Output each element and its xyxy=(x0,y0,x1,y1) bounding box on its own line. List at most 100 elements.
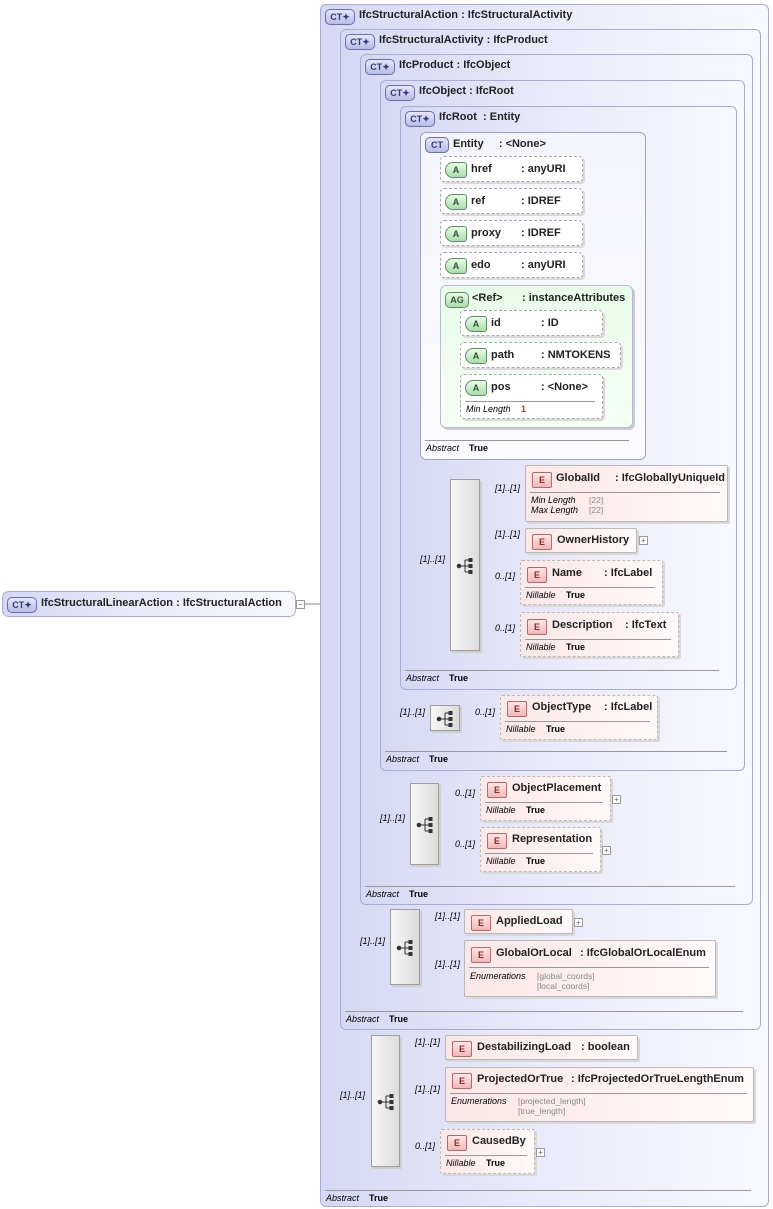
element-type: : IfcLabel xyxy=(604,567,653,579)
collapse-icon[interactable]: − xyxy=(296,600,305,609)
type-name: IfcStructuralAction xyxy=(359,9,459,21)
element-ownerhistory[interactable]: E OwnerHistory xyxy=(525,528,637,553)
attribute-group-icon: AG xyxy=(445,292,469,308)
enumeration-value: [true_length] xyxy=(518,1106,566,1116)
element-type: : IfcText xyxy=(625,619,667,631)
nillable-value: True xyxy=(526,805,546,815)
element-type: : IfcGlobalOrLocalEnum xyxy=(580,947,706,959)
facet-label: Min Length xyxy=(531,495,576,505)
abstract-value: True xyxy=(409,889,429,899)
facet-label: Max Length xyxy=(531,505,579,515)
type-name: IfcObject xyxy=(419,85,467,97)
element-cardinality: 0..[1] xyxy=(455,839,476,849)
attribute-pos[interactable]: A pos : <None> Min Length 1 xyxy=(460,374,603,419)
element-icon: E xyxy=(527,567,547,583)
attribute-name: ref xyxy=(471,195,486,207)
expand-icon[interactable]: + xyxy=(602,846,611,855)
attribute-icon: A xyxy=(465,348,487,364)
element-icon: E xyxy=(487,833,507,849)
element-cardinality: [1]..[1] xyxy=(415,1084,441,1094)
element-name: CausedBy xyxy=(472,1135,526,1147)
attribute-icon: A xyxy=(445,162,467,178)
complex-type-icon: CT✦ xyxy=(385,85,415,101)
enumeration-value: [global_coords] xyxy=(537,971,595,981)
element-globalid[interactable]: E GlobalId : IfcGloballyUniqueId Min Len… xyxy=(525,465,728,522)
expand-icon[interactable]: + xyxy=(639,536,648,545)
attribute-icon: A xyxy=(445,226,467,242)
attribute-edo[interactable]: A edo : anyURI xyxy=(440,252,583,278)
element-type: : IfcGloballyUniqueId xyxy=(615,472,726,484)
element-projectedortrue[interactable]: E ProjectedOrTrue : IfcProjectedOrTrueLe… xyxy=(445,1067,754,1122)
element-type: : boolean xyxy=(581,1041,630,1053)
attribute-href[interactable]: A href : anyURI xyxy=(440,156,583,182)
element-name: DestabilizingLoad xyxy=(477,1041,572,1053)
complex-type-icon: CT✦ xyxy=(405,111,435,127)
attribute-icon: A xyxy=(445,194,467,210)
element-icon: E xyxy=(452,1073,472,1089)
type-name: Entity xyxy=(453,138,484,150)
element-cardinality: [1]..[1] xyxy=(435,959,461,969)
attribute-type: : NMTOKENS xyxy=(541,349,611,361)
element-name[interactable]: E Name : IfcLabel Nillable True xyxy=(520,560,663,605)
expand-icon[interactable]: + xyxy=(574,918,583,927)
abstract-value: True xyxy=(469,443,489,453)
sequence-compositor[interactable] xyxy=(410,783,439,865)
attribute-id[interactable]: A id : ID xyxy=(460,310,603,336)
element-representation[interactable]: E Representation Nillable True xyxy=(480,827,601,872)
element-icon: E xyxy=(487,782,507,798)
attribute-icon: A xyxy=(465,316,487,332)
abstract-value: True xyxy=(369,1193,389,1203)
abstract-label: Abstract xyxy=(426,443,460,453)
root-complex-type[interactable]: CT✦ IfcStructuralLinearAction : IfcStruc… xyxy=(2,591,296,617)
sequence-compositor[interactable] xyxy=(371,1035,400,1167)
abstract-value: True xyxy=(389,1014,409,1024)
element-objectplacement[interactable]: E ObjectPlacement Nillable True xyxy=(480,776,611,821)
base-type: : IfcRoot xyxy=(469,85,514,97)
element-name: Name xyxy=(552,567,582,579)
element-description[interactable]: E Description : IfcText Nillable True xyxy=(520,612,679,657)
type-name: IfcProduct xyxy=(399,59,454,71)
abstract-label: Abstract xyxy=(326,1193,360,1203)
attribute-type: : ID xyxy=(541,317,559,329)
expand-icon[interactable]: + xyxy=(536,1148,545,1157)
expand-icon[interactable]: + xyxy=(612,795,621,804)
nillable-label: Nillable xyxy=(446,1158,476,1168)
attribute-name: path xyxy=(491,349,515,361)
attribute-icon: A xyxy=(445,258,467,274)
sequence-icon xyxy=(416,817,433,833)
attribute-path[interactable]: A path : NMTOKENS xyxy=(460,342,621,368)
attribute-type: : anyURI xyxy=(521,259,566,271)
nillable-value: True xyxy=(526,856,546,866)
attribute-proxy[interactable]: A proxy : IDREF xyxy=(440,220,583,246)
sequence-compositor[interactable] xyxy=(390,909,420,985)
element-causedby[interactable]: E CausedBy Nillable True xyxy=(440,1129,535,1174)
sequence-cardinality: [1]..[1] xyxy=(360,936,386,946)
element-name: Representation xyxy=(512,833,593,845)
attribute-type: : <None> xyxy=(541,381,589,393)
element-icon: E xyxy=(532,472,552,488)
element-cardinality: 0..[1] xyxy=(415,1141,436,1151)
abstract-label: Abstract xyxy=(346,1014,380,1024)
element-objecttype[interactable]: E ObjectType : IfcLabel Nillable True xyxy=(500,695,658,740)
attribute-group-name: <Ref> xyxy=(472,292,503,304)
facet-value: 1 xyxy=(521,404,527,414)
element-destabilizingload[interactable]: E DestabilizingLoad : boolean xyxy=(445,1035,638,1060)
element-globalorlocal[interactable]: E GlobalOrLocal : IfcGlobalOrLocalEnum E… xyxy=(464,940,716,997)
attribute-name: href xyxy=(471,163,492,175)
attribute-name: pos xyxy=(491,381,511,393)
sequence-compositor[interactable] xyxy=(430,705,460,731)
element-name: Description xyxy=(552,619,613,631)
complex-type-icon: CT xyxy=(425,137,449,153)
nillable-label: Nillable xyxy=(506,724,536,734)
facet-value: [22] xyxy=(589,505,604,515)
sequence-compositor[interactable] xyxy=(450,479,480,651)
base-type: : <None> xyxy=(498,138,546,150)
attribute-type: : IDREF xyxy=(521,195,561,207)
attribute-name: edo xyxy=(471,259,491,271)
attribute-icon: A xyxy=(465,380,487,396)
element-cardinality: [1]..[1] xyxy=(415,1037,441,1047)
base-type: : Entity xyxy=(483,111,521,123)
element-type: : IfcLabel xyxy=(604,701,653,713)
element-appliedload[interactable]: E AppliedLoad xyxy=(464,909,573,934)
attribute-ref[interactable]: A ref : IDREF xyxy=(440,188,583,214)
